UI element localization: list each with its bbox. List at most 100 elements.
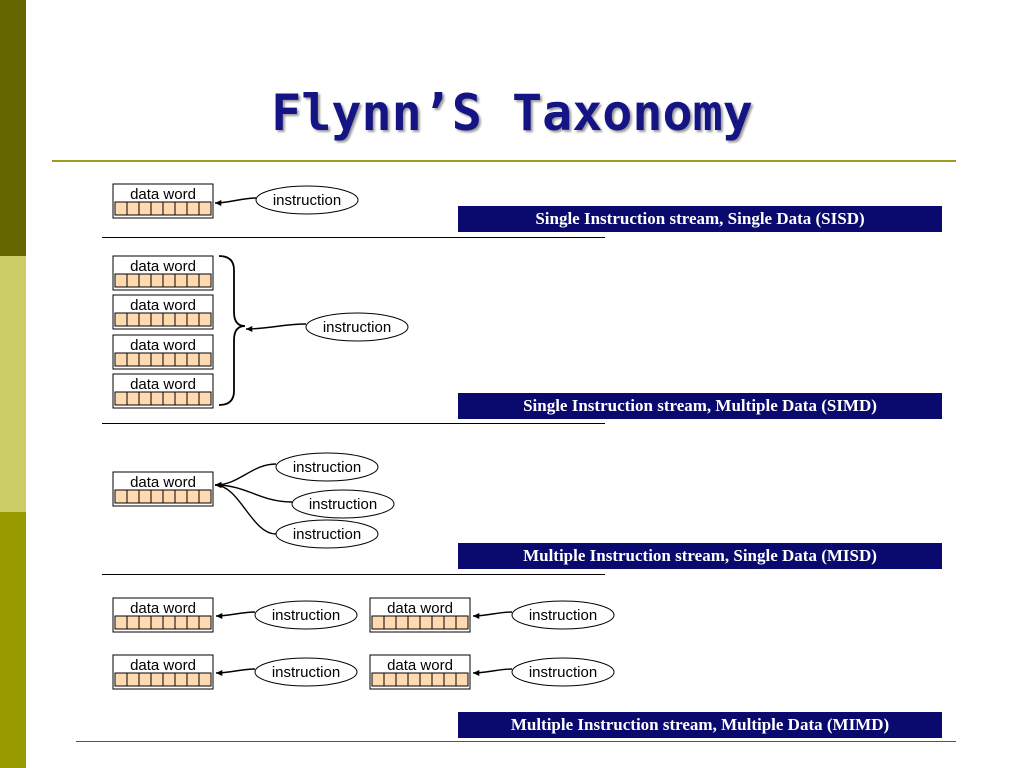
sidebar-olive-block (0, 512, 26, 768)
mimd-banner: Multiple Instruction stream, Multiple Da… (458, 712, 942, 738)
data-bit-cell (186, 352, 200, 367)
instruction-ellipse: instruction (305, 312, 409, 342)
data-bit-cell (150, 489, 164, 504)
section-divider (102, 574, 605, 575)
data-bit-cell (150, 352, 164, 367)
arrowhead (246, 325, 253, 333)
data-bit-cell (419, 615, 433, 630)
data-bit-cell (186, 273, 200, 288)
instruction-label: instruction (293, 459, 361, 476)
data-bit-cell (162, 391, 176, 406)
data-bit-cell (371, 672, 385, 687)
data-bit-cell (126, 273, 140, 288)
data-bit-cell (138, 489, 152, 504)
connector-arrow (214, 484, 293, 503)
data-bit-cell (138, 352, 152, 367)
data-bit-cell (198, 672, 212, 687)
data-bit-cell (150, 273, 164, 288)
instruction-label: instruction (309, 496, 377, 513)
instruction-label: instruction (293, 526, 361, 543)
instruction-ellipse: instruction (254, 600, 358, 630)
data-bit-cell (126, 312, 140, 327)
arrowhead (216, 669, 223, 677)
data-bit-cell (455, 615, 469, 630)
data-bit-cell (407, 615, 421, 630)
data-word-box: data word (112, 183, 214, 219)
data-bit-cell (126, 352, 140, 367)
instruction-ellipse: instruction (254, 657, 358, 687)
data-bit-cell (138, 201, 152, 216)
data-word-label: data word (130, 297, 196, 314)
data-bit-cell (162, 489, 176, 504)
data-bit-cell (150, 672, 164, 687)
data-bit-cell (138, 672, 152, 687)
sidebar-light-block (0, 256, 26, 512)
data-bit-cell (126, 391, 140, 406)
misd-banner: Multiple Instruction stream, Single Data… (458, 543, 942, 569)
data-bit-cell (198, 352, 212, 367)
data-bit-cell (114, 201, 128, 216)
data-bit-cell (395, 672, 409, 687)
data-bit-cell (162, 615, 176, 630)
data-bit-cell (443, 672, 457, 687)
data-bit-cell (383, 615, 397, 630)
data-word-label: data word (387, 657, 453, 674)
data-bit-cell (126, 201, 140, 216)
section-divider (102, 237, 605, 238)
data-bit-cell (198, 489, 212, 504)
instruction-ellipse: instruction (511, 657, 615, 687)
data-bit-cell (174, 615, 188, 630)
data-bit-cell (186, 391, 200, 406)
title-underline (52, 160, 956, 162)
data-bit-cell (198, 201, 212, 216)
connector-arrow (214, 463, 277, 486)
data-bit-cell (431, 672, 445, 687)
arrowhead (473, 669, 480, 677)
simd-banner: Single Instruction stream, Multiple Data… (458, 393, 942, 419)
data-word-label: data word (130, 337, 196, 354)
data-bit-cell (174, 312, 188, 327)
sisd-banner: Single Instruction stream, Single Data (… (458, 206, 942, 232)
instruction-ellipse: instruction (511, 600, 615, 630)
data-bit-cell (126, 672, 140, 687)
data-bit-cell (174, 672, 188, 687)
arrowhead (215, 481, 222, 489)
data-bit-cell (174, 391, 188, 406)
data-bit-cell (162, 201, 176, 216)
data-word-box: data word (112, 471, 214, 507)
instruction-label: instruction (323, 319, 391, 336)
connector-arrow (214, 484, 277, 535)
data-bit-cell (126, 615, 140, 630)
data-bit-cell (114, 273, 128, 288)
sidebar-dark-block (0, 0, 26, 256)
data-word-box: data word (112, 334, 214, 370)
arrowhead (216, 612, 223, 620)
data-bit-cell (455, 672, 469, 687)
data-bit-cell (162, 352, 176, 367)
data-word-label: data word (130, 474, 196, 491)
data-word-label: data word (130, 258, 196, 275)
data-bit-cell (186, 672, 200, 687)
instruction-label: instruction (272, 664, 340, 681)
instruction-ellipse: instruction (255, 185, 359, 215)
instruction-label: instruction (272, 607, 340, 624)
data-bit-cell (138, 391, 152, 406)
data-bit-cell (371, 615, 385, 630)
data-bit-cell (186, 201, 200, 216)
data-bit-cell (419, 672, 433, 687)
data-word-label: data word (130, 657, 196, 674)
data-bit-cell (162, 273, 176, 288)
data-word-box: data word (112, 255, 214, 291)
data-bit-cell (198, 391, 212, 406)
data-bit-cell (114, 312, 128, 327)
instruction-ellipse: instruction (275, 452, 379, 482)
data-bit-cell (383, 672, 397, 687)
instruction-label: instruction (529, 664, 597, 681)
data-bit-cell (150, 201, 164, 216)
data-bit-cell (198, 615, 212, 630)
data-word-box: data word (369, 597, 471, 633)
data-bit-cell (138, 615, 152, 630)
arrowhead (215, 199, 222, 207)
data-bit-cell (431, 615, 445, 630)
data-bit-cell (198, 312, 212, 327)
